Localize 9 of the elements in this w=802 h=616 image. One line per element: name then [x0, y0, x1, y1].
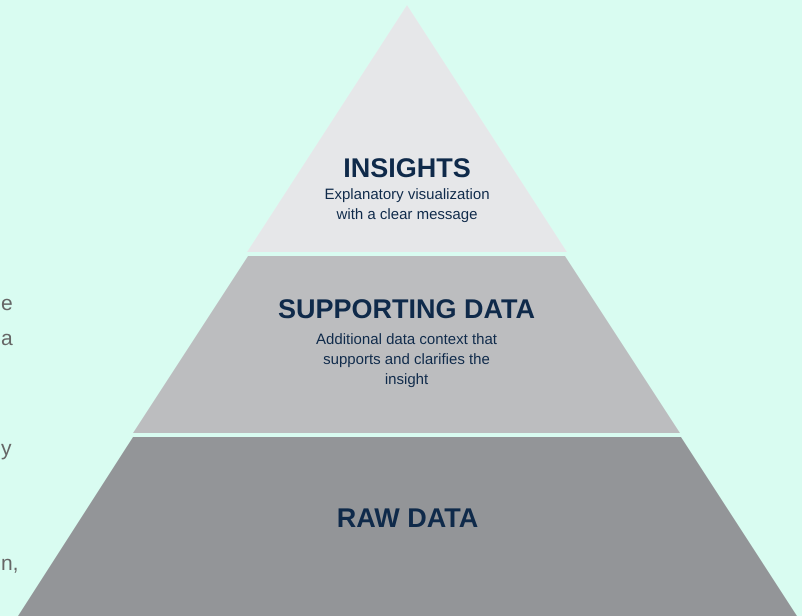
tier-heading: SUPPORTING DATA — [278, 294, 535, 325]
cropped-text-fragment: y — [1, 437, 12, 461]
tier-description: Explanatory visualization with a clear message — [323, 185, 491, 225]
cropped-text-fragment: n, — [1, 552, 19, 576]
tier-heading: INSIGHTS — [343, 153, 471, 184]
cropped-text-fragment: a — [1, 327, 13, 351]
tier-heading: RAW DATA — [336, 503, 478, 534]
cropped-text-fragment: e — [1, 292, 13, 316]
tier-description: Additional data context that supports and clarifies the insight — [315, 330, 498, 390]
